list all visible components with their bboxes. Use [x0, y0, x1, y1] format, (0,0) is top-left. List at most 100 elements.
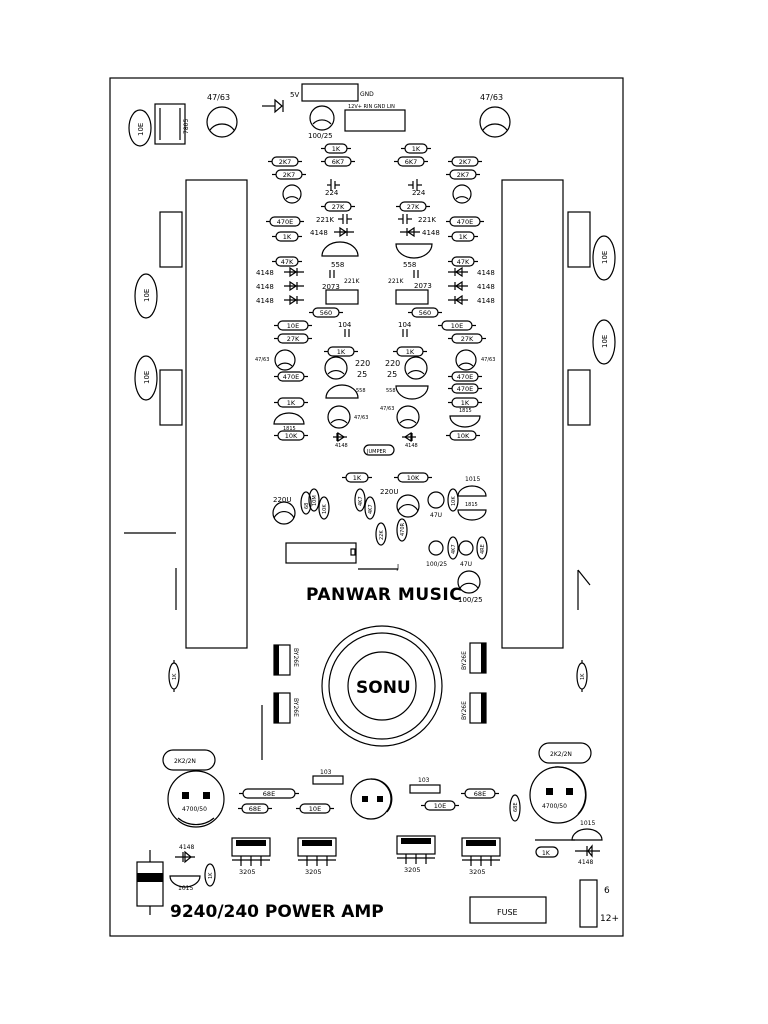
svg-text:224: 224: [412, 189, 426, 197]
diode-4148-r-4: 4148: [448, 280, 495, 292]
svg-text:68E: 68E: [513, 802, 519, 812]
r-47k-r-label: 47K: [457, 258, 470, 266]
svg-text:4148: 4148: [422, 229, 440, 237]
conn-5v-label: 5V: [290, 91, 299, 99]
jumper: [363, 444, 395, 456]
vres-3: 4K7: [354, 488, 366, 512]
r-10k-mid-label: 10K: [407, 474, 420, 482]
svg-text:104: 104: [398, 321, 412, 329]
svg-text:104: 104: [338, 321, 352, 329]
resistor-68e-vertical-right: 68E: [509, 794, 521, 822]
resistor-10e-top: [128, 109, 152, 147]
svg-text:4148: 4148: [405, 443, 418, 449]
r-1k-top-r-label: 1K: [412, 145, 421, 153]
r-1k-l4-label: 1K: [287, 399, 296, 407]
svg-text:47/63: 47/63: [207, 93, 230, 102]
vres-0: 68: [300, 491, 312, 515]
svg-text:4K7: 4K7: [451, 544, 457, 554]
connector-input: [344, 109, 406, 132]
diode-4148-bottom-right: 4148: [575, 844, 600, 866]
diode-4148-center-right: 4148: [402, 431, 418, 449]
r-10e-b2-label: 10E: [434, 802, 446, 810]
board-title: 9240/240 POWER AMP: [170, 902, 384, 922]
diode-4148-center-left: 4148: [333, 431, 348, 449]
r-27k-l1-label: 27K: [332, 203, 345, 211]
svg-text:4K7: 4K7: [368, 504, 374, 514]
svg-text:4148: 4148: [578, 859, 593, 866]
resistor-1k-side-left: 1K: [168, 660, 180, 692]
svg-text:1K: 1K: [542, 850, 551, 857]
svg-text:4700/50: 4700/50: [182, 806, 207, 813]
r-10k-r: 10K: [446, 430, 480, 441]
transistor-1815-left: 1815: [273, 412, 305, 432]
r-1k-mid-label: 1K: [353, 474, 362, 482]
jumper-label: JUMPER: [366, 449, 387, 455]
svg-text:47/63: 47/63: [255, 357, 269, 363]
diode-4148-rc-7: 4148: [400, 226, 440, 238]
svg-text:4148: 4148: [477, 269, 495, 277]
svg-text:10K: 10K: [451, 496, 457, 506]
cap-221k-left-2: 221K: [329, 270, 360, 285]
cap-4700-50-left: 4700/50: [167, 770, 225, 828]
r-2k7-l2-label: 2K7: [283, 171, 296, 179]
cap-220u-left: 220U: [272, 496, 296, 525]
r-560-r: 560: [408, 307, 442, 318]
r-1k-l4: 1K: [274, 397, 308, 408]
resistor-1k-bottom-left: 1K: [204, 863, 216, 887]
r-10e-r3-label: 10E: [451, 322, 463, 330]
svg-text:4148: 4148: [310, 229, 328, 237]
mosfet-3205-2: 3205: [396, 835, 436, 874]
transistor-1015-bottom-right: 1015: [571, 820, 603, 841]
cap-224-right: 224: [408, 179, 426, 197]
cap-104-left: 104: [338, 321, 352, 337]
r-470e-r1: 470E: [446, 216, 484, 227]
cap-47-63-top-right: 47/63: [479, 93, 511, 138]
svg-text:103: 103: [320, 769, 332, 776]
transistor-558-left-2: 558: [325, 384, 366, 399]
cap-104-right: 104: [398, 321, 412, 337]
r-1k-l3-label: 1K: [337, 348, 346, 356]
r-27k-l2: 27K: [274, 333, 312, 344]
svg-text:4148: 4148: [256, 283, 274, 291]
r-1k-r2: 1K: [448, 231, 478, 242]
svg-text:558: 558: [356, 388, 366, 394]
conn-gnd-label: GND: [360, 91, 374, 98]
heatsink-right: [501, 179, 564, 649]
transistor-2073-right: 2073: [395, 282, 432, 305]
r-68e-l2: 68E: [238, 803, 272, 814]
r-2k7-r1-label: 2K7: [459, 158, 472, 166]
vres-6: 470R: [396, 518, 408, 542]
cap-100-25-lower: 100/25: [457, 570, 483, 604]
svg-text:68: 68: [304, 503, 310, 509]
vres-8: 4K7: [447, 536, 459, 560]
cap-221k-right-1: 221K: [398, 214, 436, 224]
r-1k-r3: 1K: [393, 346, 427, 357]
vres-2: 10M: [308, 488, 320, 512]
r-2k7-r2-label: 2K7: [457, 171, 470, 179]
connector-5v: [301, 83, 359, 102]
svg-text:100/25: 100/25: [426, 561, 447, 568]
svg-text:220U: 220U: [273, 496, 291, 504]
r-68e-r1-label: 68E: [474, 790, 486, 798]
mosfet-3205-3: 3205: [461, 837, 501, 876]
r-470e-r2-label: 470E: [457, 373, 474, 381]
r-470e-l2: 470E: [274, 371, 308, 382]
svg-text:10E: 10E: [601, 251, 609, 264]
svg-text:BY26E: BY26E: [292, 698, 299, 717]
svg-text:221K: 221K: [316, 216, 334, 224]
svg-text:4148: 4148: [256, 269, 274, 277]
r-1k-r3-label: 1K: [406, 348, 415, 356]
transistor-1815-mid: 1815: [457, 502, 487, 521]
resistor-10e-left-2: 10E: [134, 355, 158, 401]
svg-text:558: 558: [403, 261, 416, 269]
vres-1: 10K: [318, 496, 330, 520]
svg-text:10E: 10E: [143, 289, 151, 302]
svg-text:47U: 47U: [430, 512, 442, 519]
cap-47-63-side-right: 47/63: [455, 349, 495, 371]
r-27k-l2-label: 27K: [287, 335, 300, 343]
svg-text:3205: 3205: [404, 866, 421, 874]
transistor-558-left-1: 558: [321, 241, 359, 269]
diode-4148-l-1: 4148: [256, 280, 304, 292]
svg-text:100/25: 100/25: [308, 132, 333, 140]
